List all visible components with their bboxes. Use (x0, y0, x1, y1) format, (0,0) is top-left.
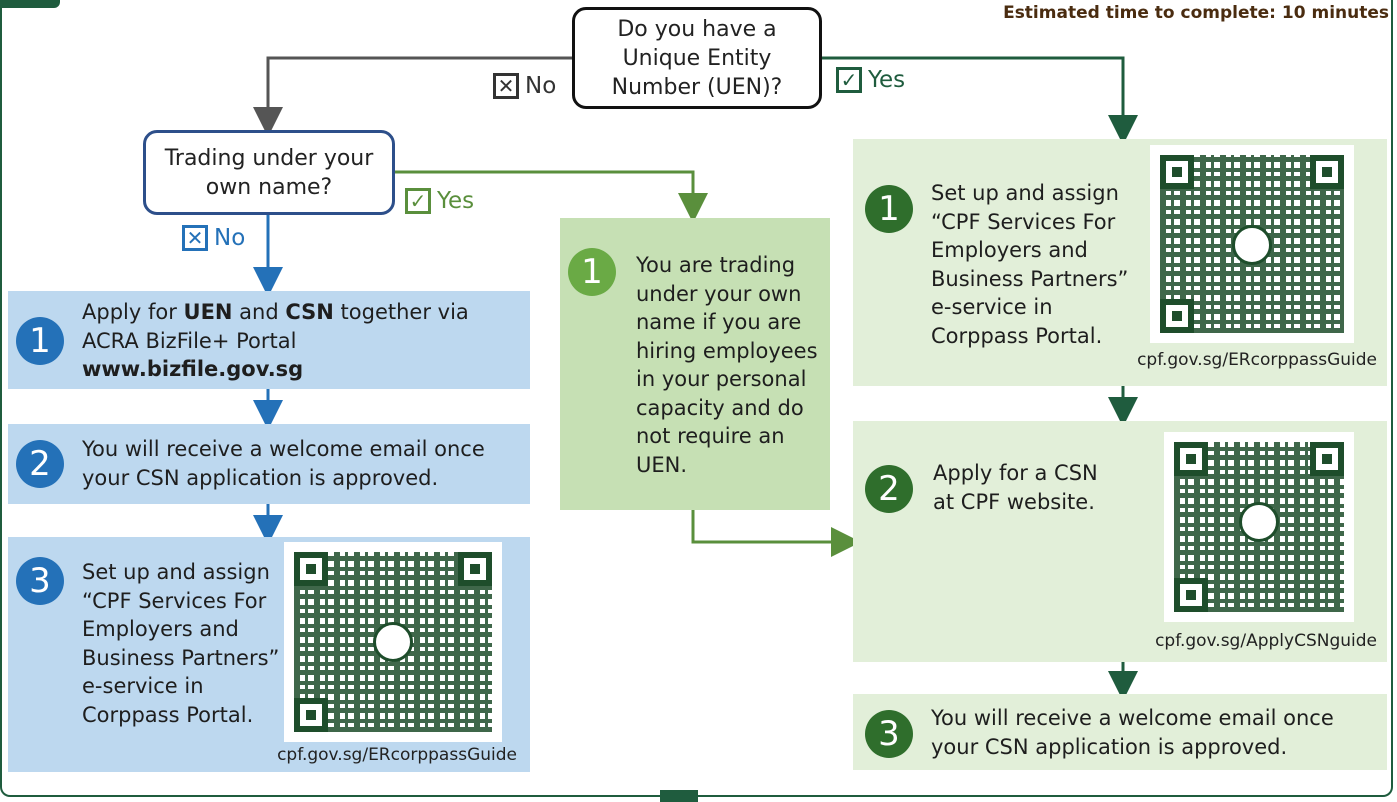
csn-bold: CSN (285, 300, 334, 324)
text-line: You will receive a welcome email once (931, 706, 1334, 730)
step1-post: together via (333, 300, 469, 324)
step-number-badge: 3 (865, 710, 913, 758)
text-line: Business Partners” (931, 266, 1129, 291)
text-line: hiring employees (636, 338, 818, 363)
trading-no-label: ✕ No (182, 225, 245, 251)
text-line: UEN. (636, 452, 688, 477)
middle-to-right-step2 (691, 510, 861, 557)
check-box-icon: ✓ (405, 188, 431, 214)
text-line: not require an (636, 424, 785, 448)
text-line: Corppass Portal. (931, 323, 1103, 348)
middle-step1-box: 1 You are trading under your own name if… (560, 218, 830, 510)
cpf-seal-icon (1232, 225, 1272, 265)
decision-uen: Do you have a Unique Entity Number (UEN)… (572, 7, 822, 109)
text-line: You are trading (636, 253, 796, 277)
bizfile-link[interactable]: www.bizfile.gov.sg (82, 357, 304, 381)
decision-uen-line: Number (UEN)? (611, 74, 783, 100)
text-line: “CPF Services For (931, 209, 1116, 234)
text-line: e-service in (931, 295, 1053, 319)
step1-pre: Apply for (82, 300, 184, 324)
text-line: in your personal (636, 367, 807, 391)
text-line: Set up and assign (82, 560, 270, 584)
qr-url[interactable]: cpf.gov.sg/ERcorppassGuide (277, 745, 517, 765)
frame-corner (0, 0, 60, 8)
cpf-seal-icon (373, 622, 413, 662)
qr-url[interactable]: cpf.gov.sg/ERcorppassGuide (1137, 350, 1377, 370)
right-step2-text: Apply for a CSN at CPF website. (933, 459, 1098, 516)
uen-no-label: ✕ No (493, 73, 556, 99)
step-number-badge: 1 (16, 317, 64, 365)
uen-yes-label: ✓ Yes (836, 67, 905, 93)
estimated-time: Estimated time to complete: 10 minutes (1003, 3, 1389, 23)
middle-step1-text: You are trading under your own name if y… (636, 251, 818, 479)
right-step2-box: 2 Apply for a CSN at CPF website. cpf.go… (853, 421, 1387, 662)
decision-trading: Trading under your own name? (143, 130, 395, 215)
frame-notch (660, 790, 698, 802)
qr-code-icon[interactable] (1150, 145, 1354, 343)
qr-url[interactable]: cpf.gov.sg/ApplyCSNguide (1155, 631, 1377, 651)
step1-mid: and (232, 300, 286, 324)
left-step3-box: 3 Set up and assign “CPF Services For Em… (8, 537, 530, 772)
step-number-badge: 1 (865, 185, 913, 233)
no-uen-connector (253, 56, 572, 137)
step-number-badge: 3 (16, 557, 64, 605)
yes-uen-connector (822, 56, 1138, 145)
trading-yes-label: ✓ Yes (405, 188, 474, 214)
yes-trading-connector (395, 170, 708, 223)
trading-no-text: No (214, 225, 246, 251)
right-step3-box: 3 You will receive a welcome email once … (853, 694, 1387, 770)
qr-code-icon[interactable] (1164, 432, 1354, 622)
uen-bold: UEN (183, 300, 233, 324)
text-line: Apply for a CSN (933, 461, 1098, 485)
step-number-badge: 2 (16, 440, 64, 488)
text-line: “CPF Services For (82, 588, 267, 613)
text-line: at CPF website. (933, 489, 1095, 514)
trading-yes-text: Yes (437, 188, 475, 214)
right-step1-box: 1 Set up and assign “CPF Services For Em… (853, 139, 1387, 386)
text-line: capacity and do (636, 395, 804, 420)
bizfile-portal: ACRA BizFile+ Portal (82, 328, 297, 353)
text-line: You will receive a welcome email once (82, 437, 485, 461)
uen-no-text: No (525, 73, 557, 99)
text-line: e-service in (82, 674, 204, 698)
left-step3-text: Set up and assign “CPF Services For Empl… (82, 558, 279, 729)
cross-box-icon: ✕ (182, 225, 208, 251)
text-line: name if you are (636, 310, 802, 334)
text-line: Business Partners” (82, 645, 280, 670)
left-step2-box: 2 You will receive a welcome email once … (8, 424, 530, 504)
text-line: under your own (636, 281, 802, 306)
text-line: your CSN application is approved. (931, 734, 1288, 759)
step-number-badge: 2 (865, 465, 913, 513)
left-step1-text: Apply for UEN and CSN together via ACRA … (82, 298, 469, 384)
check-box-icon: ✓ (836, 67, 862, 93)
right-step1-text: Set up and assign “CPF Services For Empl… (931, 179, 1128, 350)
decision-uen-line: Unique Entity (622, 45, 772, 71)
uen-yes-text: Yes (868, 67, 906, 93)
cpf-seal-icon (1239, 502, 1279, 542)
qr-code-icon[interactable] (284, 542, 502, 742)
right-step3-text: You will receive a welcome email once yo… (931, 704, 1334, 761)
decision-uen-line: Do you have a (617, 16, 777, 42)
decision-trading-line: Trading under your (164, 145, 374, 171)
decision-trading-line: own name? (205, 174, 333, 200)
text-line: Set up and assign (931, 181, 1119, 205)
left-step2-text: You will receive a welcome email once yo… (82, 435, 485, 492)
left-step1-box: 1 Apply for UEN and CSN together via ACR… (8, 291, 530, 389)
cross-box-icon: ✕ (493, 73, 519, 99)
step-number-badge: 1 (568, 248, 616, 296)
text-line: Employers and (82, 617, 239, 641)
text-line: Employers and (931, 238, 1088, 262)
text-line: your CSN application is approved. (82, 465, 439, 490)
text-line: Corppass Portal. (82, 702, 254, 727)
